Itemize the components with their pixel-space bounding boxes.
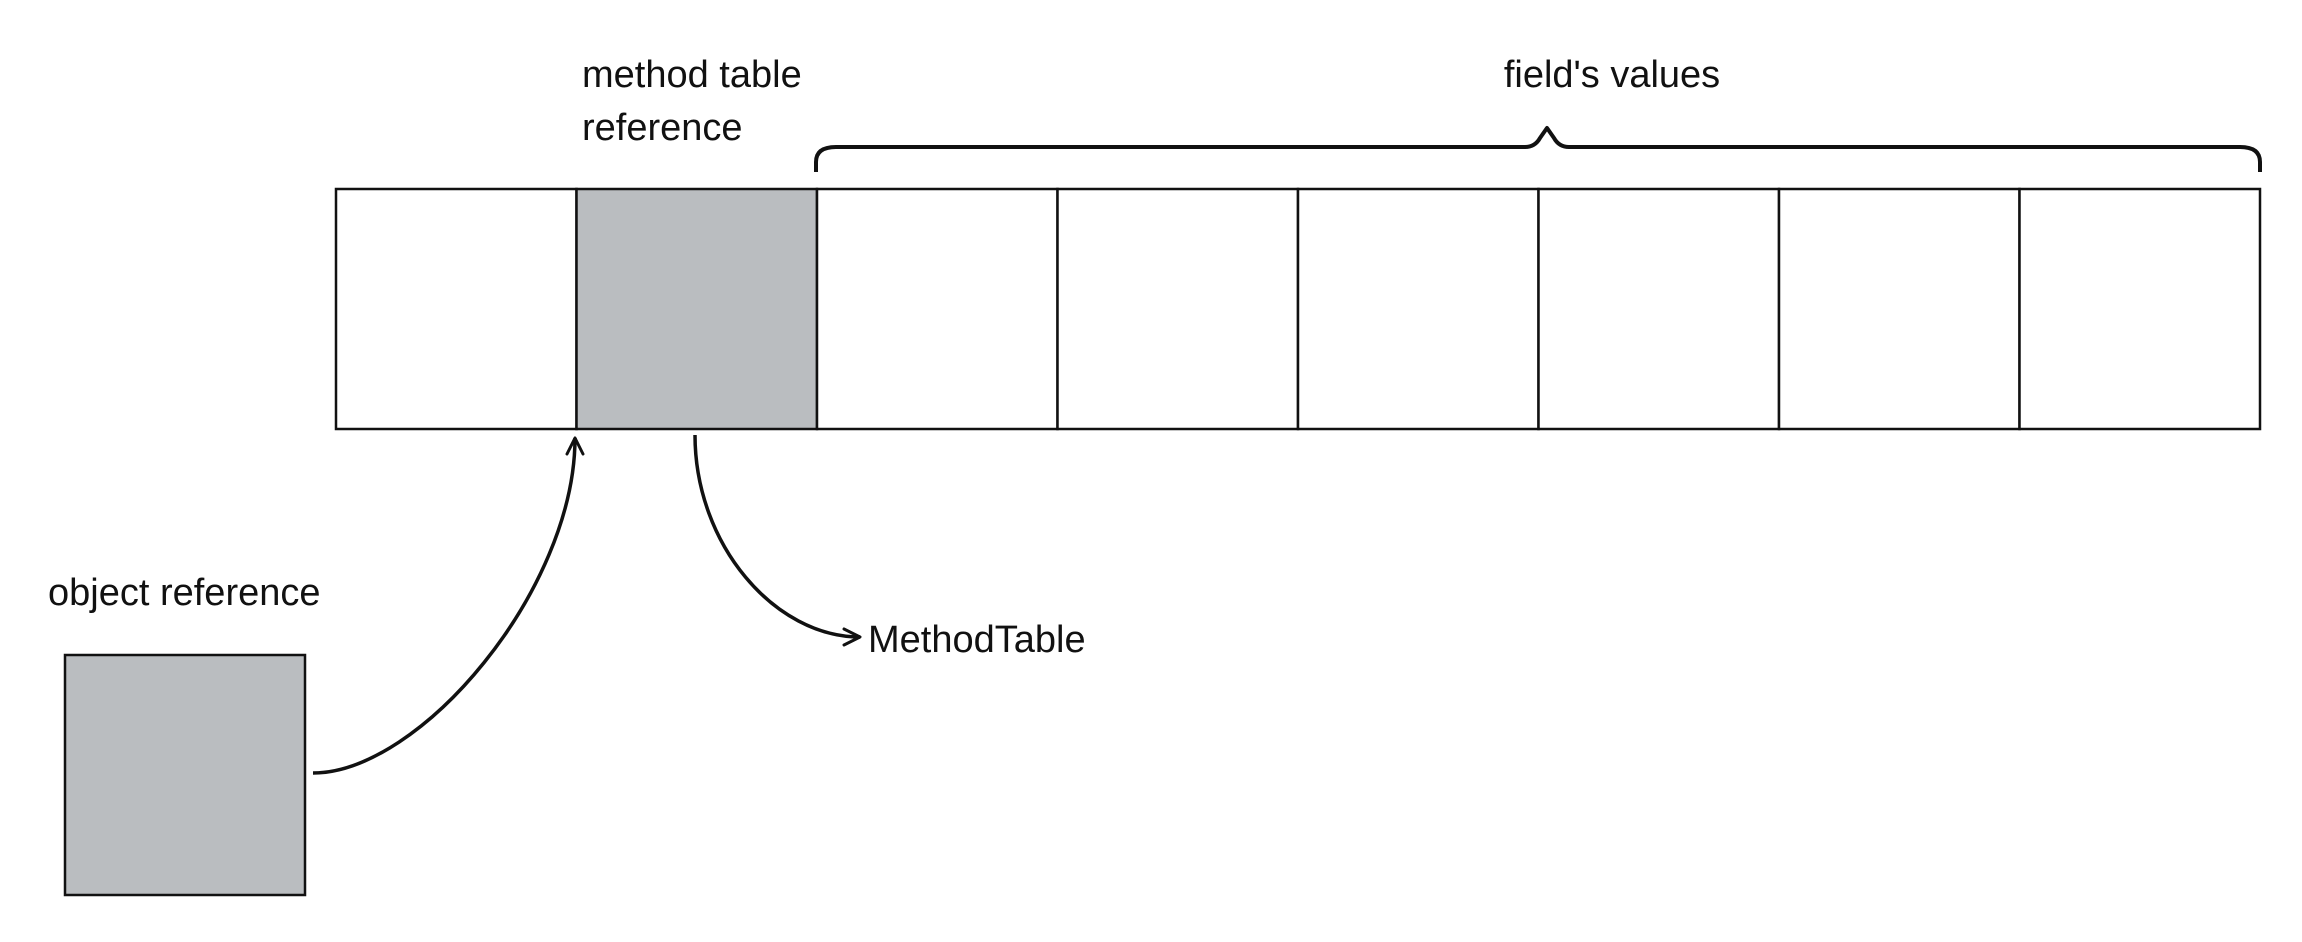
fields-brace <box>814 126 2262 172</box>
method-table-label: MethodTable <box>868 619 1086 661</box>
object-reference-label: object reference <box>48 572 321 614</box>
memory-cell-header <box>334 187 578 431</box>
method-table-arrow <box>693 434 862 647</box>
fields-values-label: field's values <box>1504 54 1720 96</box>
method-table-reference-label-line2: reference <box>582 107 743 149</box>
memory-cell-field <box>1777 187 2021 431</box>
memory-cell-field <box>2018 187 2262 431</box>
memory-cell-field <box>1296 187 1540 431</box>
method-table-reference-label-line1: method table <box>582 54 802 96</box>
memory-cell-field <box>1537 187 1781 431</box>
memory-cell-field <box>815 187 1059 431</box>
object-reference-box <box>63 653 307 897</box>
memory-cell-method-table-pointer <box>575 187 819 431</box>
object-memory-row <box>334 187 2262 431</box>
memory-cell-field <box>1056 187 1300 431</box>
object-reference-arrow <box>312 436 585 775</box>
